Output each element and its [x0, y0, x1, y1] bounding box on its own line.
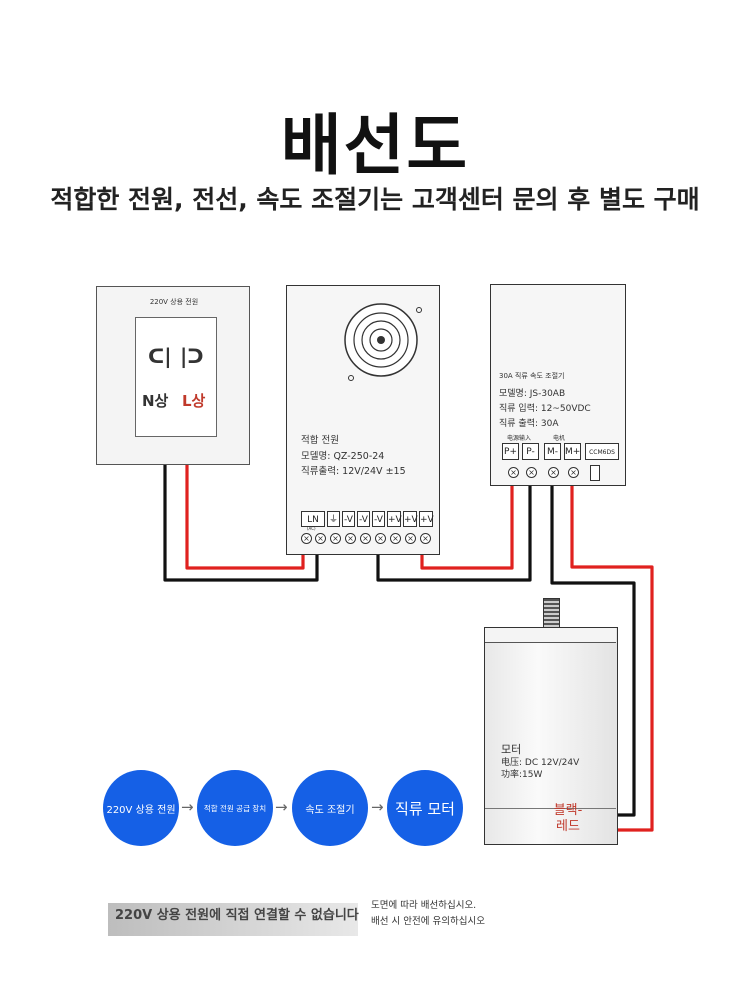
outlet-pole-n: N상 [142, 392, 169, 410]
note-line-2: 배선 시 안전에 유의하십시오 [371, 916, 485, 927]
wire-psu-negative-black [376, 475, 532, 582]
screw-icon: × [375, 533, 386, 544]
controller-output: 직류 출력: 30A [499, 419, 559, 429]
psu-terminal-negative: -V [372, 511, 385, 527]
psu-screw-row: × × × × × × × × × [301, 533, 433, 547]
psu-terminal-labels: LN ⏚ -V -V -V +V +V +V (AC) [301, 511, 434, 531]
diagram-title: 배선도 [280, 107, 470, 184]
controller-group-motor: 电机 [553, 435, 566, 442]
screw-icon: × [508, 467, 519, 478]
wire-motor-negative-black [550, 475, 636, 817]
dc-motor: 모터 电压: DC 12V/24V 功率:15W [484, 627, 618, 845]
wall-outlet: 220V 상용 전원 ᑕ| |ᑐ N상 L상 [96, 286, 250, 465]
outlet-pole-l: L상 [182, 392, 206, 410]
wire-motor-positive-red [570, 475, 654, 832]
flow-step-power-supply: 적합 전원 공급 장치 [197, 770, 273, 846]
outlet-slot-left: ᑕ| [148, 344, 172, 368]
flow-arrow-icon: → [371, 798, 384, 816]
motor-divider [485, 808, 616, 809]
controller-terminal-p-minus: P- [522, 443, 539, 460]
diagram-subtitle: 적합한 전원, 전선, 속도 조절기는 고객센터 문의 후 별도 구매 [50, 185, 700, 214]
screw-icon: × [526, 467, 537, 478]
flow-step-mains: 220V 상용 전원 [103, 770, 179, 846]
screw-icon: × [301, 533, 312, 544]
wire-live-red [185, 405, 305, 570]
flow-arrow-icon: → [275, 798, 288, 816]
wire-neutral-black [163, 405, 319, 582]
flow-step-controller: 속도 조절기 [292, 770, 368, 846]
motor-shaft [543, 598, 560, 630]
flow-arrow-icon: → [181, 798, 194, 816]
psu-terminal-negative: -V [357, 511, 370, 527]
ground-icon: ⏚ [327, 511, 340, 527]
controller-group-power: 电源输入 [507, 435, 532, 442]
psu-model: 모델명: QZ-250-24 [301, 451, 385, 462]
motor-voltage: 电压: DC 12V/24V [501, 758, 580, 768]
controller-model: 모델명: JS-30AB [499, 389, 566, 399]
screw-icon: × [405, 533, 416, 544]
outlet-label: 220V 상용 전원 [149, 298, 199, 306]
screw-icon: × [360, 533, 371, 544]
controller-input: 직류 입력: 12~50VDC [499, 404, 591, 414]
psu-terminal-positive: +V [403, 511, 418, 527]
motor-power: 功率:15W [501, 770, 543, 780]
motor-lead-label: 블랙- 레드 [553, 803, 583, 834]
motor-name: 모터 [501, 743, 522, 756]
screw-icon: × [390, 533, 401, 544]
controller-terminal-p-plus: P+ [502, 443, 519, 460]
controller-title: 30A 직류 속도 조절기 [499, 372, 565, 380]
warning-text: 220V 상용 전원에 직접 연결할 수 없습니다 [115, 908, 359, 923]
outlet-slot-right: |ᑐ [180, 344, 204, 368]
psu-terminal-positive: +V [419, 511, 434, 527]
controller-terminal-m-plus: M+ [564, 443, 581, 460]
motor-cap [485, 628, 616, 643]
power-supply-unit: 적합 전원 모델명: QZ-250-24 직류출력: 12V/24V ±15 L… [286, 285, 440, 555]
flow-step-motor: 직류 모터 [387, 770, 463, 846]
warning-bar [108, 903, 358, 936]
note-line-1: 도면에 따라 배선하십시오. [371, 900, 477, 911]
screw-icon: × [315, 533, 326, 544]
psu-label: 적합 전원 [301, 435, 339, 446]
psu-terminal-positive: +V [387, 511, 402, 527]
fan-icon [344, 303, 422, 381]
speed-controller: 30A 직류 속도 조절기 모델명: JS-30AB 직류 입력: 12~50V… [490, 284, 626, 486]
screw-icon: × [330, 533, 341, 544]
controller-switch-label: CCM6DS [585, 443, 619, 460]
wire-psu-positive-red [420, 475, 514, 570]
screw-icon: × [345, 533, 356, 544]
screw-icon: × [548, 467, 559, 478]
psu-terminal-negative: -V [342, 511, 355, 527]
controller-terminal-m-minus: M- [544, 443, 561, 460]
screw-icon: × [568, 467, 579, 478]
controller-switch [590, 465, 600, 481]
outlet-socket: ᑕ| |ᑐ N상 L상 [135, 317, 217, 437]
psu-terminal-sub: (AC) [307, 526, 316, 531]
psu-terminal-l-n: LN [301, 511, 325, 527]
psu-output: 직류출력: 12V/24V ±15 [301, 466, 406, 477]
screw-icon: × [420, 533, 431, 544]
